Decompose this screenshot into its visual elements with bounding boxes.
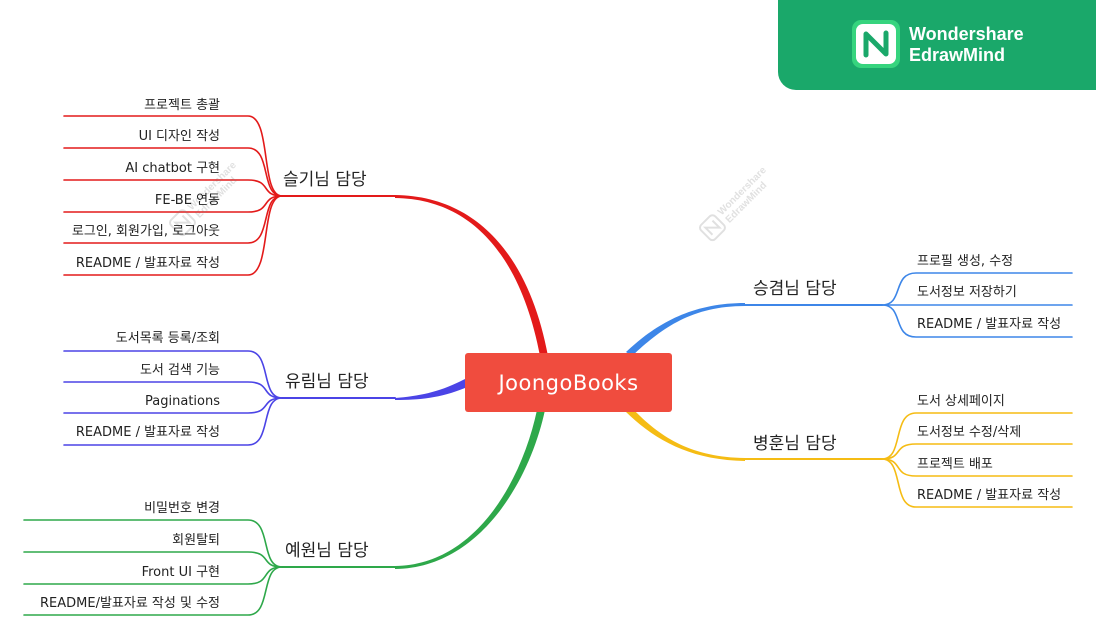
leaf-connector bbox=[881, 304, 1073, 338]
subtopic[interactable]: AI chatbot 구현 bbox=[125, 161, 220, 176]
subtopic[interactable]: 로그인, 회원가입, 로그아웃 bbox=[71, 224, 220, 239]
brand-name: Wondershare EdrawMind bbox=[909, 24, 1024, 66]
subtopic[interactable]: 도서 검색 기능 bbox=[139, 363, 220, 378]
brand-line-2: EdrawMind bbox=[909, 45, 1006, 65]
branch-topic-yurim[interactable]: 유림님 담당 bbox=[285, 372, 369, 392]
leaf-connector bbox=[63, 195, 283, 276]
root-topic[interactable]: JoongoBooks bbox=[465, 353, 672, 412]
subtopic[interactable]: 프로필 생성, 수정 bbox=[917, 254, 1014, 269]
leaf-connector bbox=[881, 458, 1073, 477]
subtopic[interactable]: 프로젝트 총괄 bbox=[144, 98, 220, 113]
leaf-connector bbox=[63, 115, 283, 197]
main-connector bbox=[395, 410, 545, 569]
leaf-connector bbox=[63, 195, 283, 213]
subtopic[interactable]: README / 발표자료 작성 bbox=[917, 488, 1062, 503]
main-connector bbox=[626, 303, 745, 356]
subtopic[interactable]: 도서정보 저장하기 bbox=[917, 285, 1017, 300]
main-connector bbox=[395, 195, 548, 356]
main-connector bbox=[395, 379, 465, 400]
branch-topic-byeonghun[interactable]: 병훈님 담당 bbox=[753, 434, 837, 454]
subtopic[interactable]: FE-BE 연동 bbox=[154, 193, 220, 208]
leaf-connector bbox=[23, 551, 283, 568]
subtopic[interactable]: README/발표자료 작성 및 수정 bbox=[40, 596, 220, 611]
subtopic[interactable]: README / 발표자료 작성 bbox=[75, 256, 220, 271]
root-topic-label: JoongoBooks bbox=[498, 370, 639, 395]
subtopic[interactable]: 도서 상세페이지 bbox=[917, 394, 1005, 409]
main-connector bbox=[626, 408, 745, 461]
leaf-connector bbox=[63, 381, 283, 399]
leaf-connector bbox=[63, 397, 283, 446]
leaf-connector bbox=[63, 147, 283, 197]
branch-topic-seulgi[interactable]: 슬기님 담당 bbox=[283, 170, 367, 190]
leaf-connector bbox=[63, 397, 283, 414]
leaf-connector bbox=[23, 566, 283, 585]
edrawmind-logo-icon bbox=[852, 20, 900, 68]
leaf-connector bbox=[881, 412, 1073, 460]
branch-topic-seunggyeom[interactable]: 승겸님 담당 bbox=[753, 279, 837, 299]
brand-line-1: Wondershare bbox=[909, 24, 1024, 44]
subtopic[interactable]: Front UI 구현 bbox=[141, 565, 220, 580]
subtopic[interactable]: Paginations bbox=[145, 394, 220, 409]
subtopic[interactable]: 도서정보 수정/삭제 bbox=[917, 425, 1022, 440]
subtopic[interactable]: UI 디자인 작성 bbox=[138, 129, 220, 144]
subtopic[interactable]: 프로젝트 배포 bbox=[917, 457, 993, 472]
watermark-logo-icon bbox=[168, 209, 196, 237]
watermark: Wondershare EdrawMind bbox=[698, 165, 777, 242]
leaf-connector bbox=[881, 443, 1073, 460]
leaf-connector bbox=[881, 458, 1073, 508]
leaf-connector bbox=[23, 566, 283, 616]
subtopic[interactable]: README / 발표자료 작성 bbox=[75, 425, 220, 440]
leaf-connector bbox=[23, 519, 283, 568]
watermark-logo-icon bbox=[698, 214, 726, 242]
subtopic[interactable]: 도서목록 등록/조회 bbox=[115, 331, 220, 346]
leaf-connector bbox=[63, 350, 283, 399]
leaf-connector bbox=[63, 179, 283, 197]
watermark: Wondershare EdrawMind bbox=[168, 160, 247, 237]
leaf-connector bbox=[881, 272, 1073, 306]
brand-banner: Wondershare EdrawMind bbox=[778, 0, 1096, 90]
subtopic[interactable]: 회원탈퇴 bbox=[172, 533, 220, 548]
branch-topic-yewon[interactable]: 예원님 담당 bbox=[285, 541, 369, 561]
subtopic[interactable]: 비밀번호 변경 bbox=[144, 501, 220, 516]
subtopic[interactable]: README / 발표자료 작성 bbox=[917, 317, 1062, 332]
